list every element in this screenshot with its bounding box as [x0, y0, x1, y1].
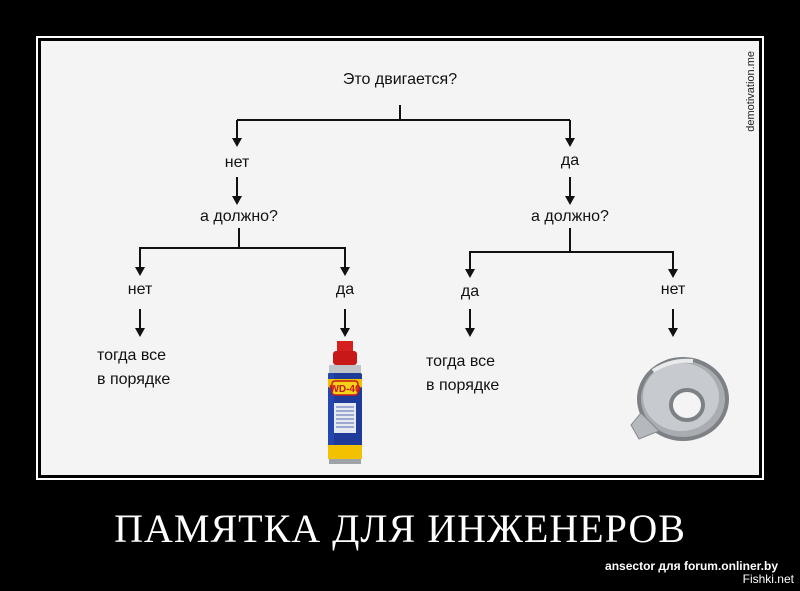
poster-frame: WD-40 Это двигается? нет да а должно? [36, 36, 764, 480]
connector-left-split [139, 228, 346, 272]
arrowhead [465, 328, 475, 337]
right-ok-line2: в порядке [426, 377, 500, 394]
left-ok-line2: в порядке [97, 371, 171, 388]
arrowhead [668, 269, 678, 278]
arrowhead [135, 328, 145, 337]
watermark: demotivation.me [745, 51, 757, 132]
credit-text: ansector для forum.onliner.by [605, 559, 778, 573]
arrowhead [565, 196, 575, 205]
wd40-can-label: WD-40 [329, 384, 361, 395]
arrowhead [668, 328, 678, 337]
left-ok-line1: тогда все [97, 347, 167, 364]
right-answer-label: да [560, 152, 580, 169]
arrowhead [340, 328, 350, 337]
flowchart-connectors: WD-40 [135, 105, 729, 464]
arrowhead [340, 267, 350, 276]
left-no-label: нет [127, 281, 153, 298]
poster-caption: ПАМЯТКА ДЛЯ ИНЖЕНЕРОВ [114, 506, 686, 551]
root-question: Это двигается? [342, 71, 458, 88]
left-yes-label: да [335, 281, 355, 298]
right-question: а должно? [531, 208, 609, 225]
arrowhead [565, 138, 575, 147]
left-question: а должно? [200, 208, 278, 225]
arrowhead [232, 196, 242, 205]
arrowhead [135, 267, 145, 276]
right-ok-text: тогда все в порядке [426, 350, 499, 398]
right-no-label: нет [660, 281, 686, 298]
flowchart-panel: WD-40 Это двигается? нет да а должно? [41, 41, 759, 475]
left-ok-text: тогда все в порядке [97, 344, 170, 392]
arrowhead [232, 138, 242, 147]
connector-right-split [469, 228, 674, 274]
right-yes-label: да [460, 283, 480, 300]
site-watermark: Fishki.net [742, 572, 794, 586]
duct-tape-icon [630, 357, 729, 441]
right-ok-line1: тогда все [426, 353, 496, 370]
left-answer-label: нет [224, 154, 250, 171]
wd40-can-icon: WD-40 [328, 341, 362, 464]
arrowhead [465, 269, 475, 278]
